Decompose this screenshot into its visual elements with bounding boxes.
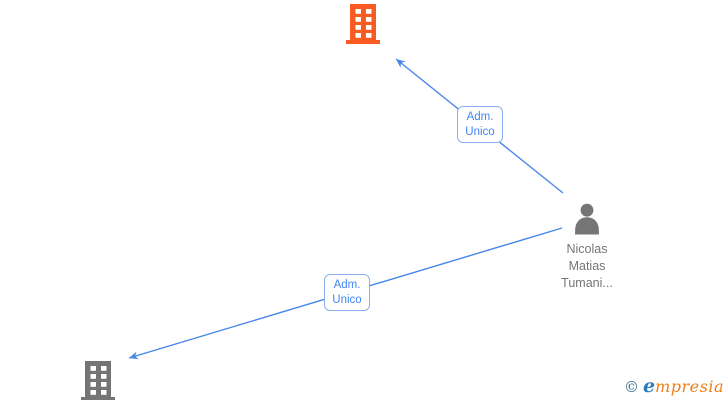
copyright-icon: © — [624, 378, 639, 396]
person-name-line: Matias — [568, 259, 606, 273]
person-name-line: Nicolas — [566, 242, 608, 256]
building-icon — [81, 359, 115, 400]
edge-label-line: Adm. — [333, 278, 361, 291]
edge-label-line: Unico — [465, 125, 495, 138]
person-name: Nicolas Matias Tumani... — [561, 241, 613, 292]
edge-label-adm-unico-bottom: Adm. Unico — [324, 274, 370, 311]
node-person[interactable]: Nicolas Matias Tumani... — [544, 203, 630, 292]
building-icon — [346, 2, 380, 44]
node-company-top[interactable] — [346, 2, 380, 44]
brand-name-rest: mpresia — [655, 377, 724, 396]
brand-name-first-letter: e — [643, 375, 656, 397]
edge-label-adm-unico-top: Adm. Unico — [457, 106, 503, 143]
edge-label-line: Unico — [332, 293, 362, 306]
node-company-bottom[interactable] — [81, 359, 115, 400]
person-name-line: Tumani... — [561, 276, 613, 290]
person-icon — [572, 203, 602, 235]
edge-label-line: Adm. — [466, 110, 494, 123]
watermark-empresia-logo: ©empresia — [624, 375, 724, 397]
